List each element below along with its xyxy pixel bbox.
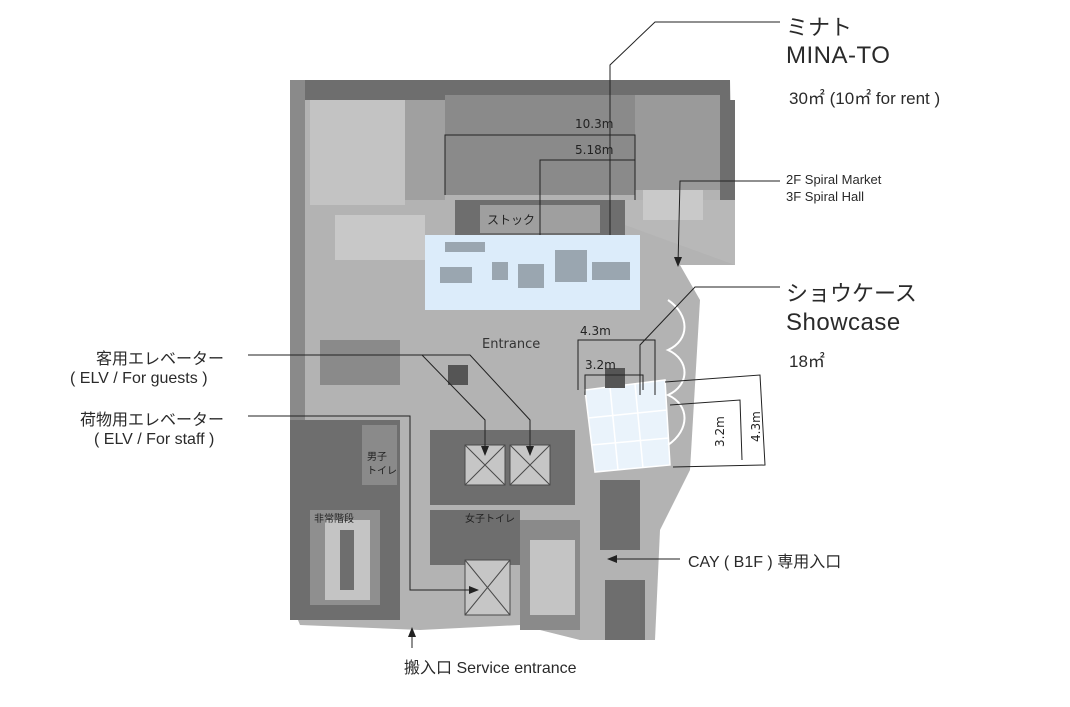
- showcase-en-label: Showcase: [786, 309, 901, 336]
- entrance-label: Entrance: [482, 337, 540, 352]
- showcase-dim-a: 4.3m: [580, 324, 611, 338]
- elv-guest-en-label: ( ELV / For guests ): [70, 370, 208, 387]
- minato-area-label: 30㎡ (10㎡ for rent ): [789, 89, 941, 108]
- elv-staff-jp-label: 荷物用エレベーター: [80, 412, 225, 429]
- stairs-label: 非常階段: [314, 512, 354, 525]
- showcase-area: [584, 299, 686, 473]
- upper-floors-line1: 2F Spiral Market: [786, 172, 882, 187]
- mens-wc-label-1: 男子: [367, 451, 387, 463]
- cay-entrance-label: CAY ( B1F ) 専用入口: [688, 554, 842, 571]
- womens-wc-label: 女子トイレ: [465, 512, 515, 525]
- elv-guest-jp-label: 客用エレベーター: [96, 351, 225, 368]
- showcase-area-label: 18㎡: [789, 352, 825, 371]
- minato-area: [425, 235, 640, 310]
- plan-labels: 10.3m 5.18m ストック Entrance 4.3m 3.2m 3.2m…: [314, 117, 763, 525]
- room-stock-label: ストック: [487, 213, 535, 227]
- upper-floors-line2: 3F Spiral Hall: [786, 189, 865, 204]
- showcase-dim-c: 3.2m: [713, 416, 727, 447]
- minato-width-label: 10.3m: [575, 117, 613, 131]
- minato-depth-label: 5.18m: [575, 143, 613, 157]
- service-entrance-label: 搬入口 Service entrance: [404, 660, 577, 677]
- leader-lines: [248, 21, 780, 648]
- elv-staff-en-label: ( ELV / For staff ): [94, 431, 215, 448]
- structure-lower: [290, 420, 645, 640]
- showcase-dim-b: 3.2m: [585, 358, 616, 372]
- minato-en-label: MINA-TO: [786, 42, 891, 69]
- showcase-dim-d: 4.3m: [749, 411, 763, 442]
- showcase-jp-label: ショウケース: [786, 281, 917, 306]
- mens-wc-label-2: トイレ: [367, 466, 397, 477]
- minato-jp-label: ミナト: [786, 15, 853, 40]
- dimension-lines: [444, 134, 766, 468]
